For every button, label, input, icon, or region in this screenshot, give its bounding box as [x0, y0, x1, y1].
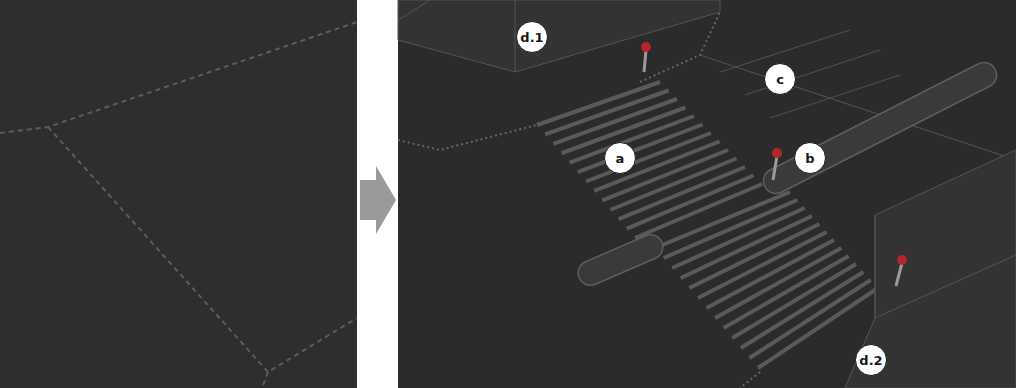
crosswalk-stripe [545, 91, 668, 135]
callout-marker: b [794, 142, 826, 174]
crosswalk-stripe [672, 208, 805, 268]
crosswalk-stripe [578, 125, 703, 173]
crosswalk-stripe [681, 216, 812, 278]
callout-label: d.2 [859, 353, 882, 368]
crosswalk-stripe [664, 200, 798, 258]
callout-marker: a [604, 142, 636, 174]
callout-marker: d.2 [855, 344, 887, 376]
callout-label: c [776, 72, 784, 87]
crosswalk-stripe [749, 280, 870, 358]
crosswalk-stripe [627, 176, 754, 229]
crosswalk-stripe [537, 82, 660, 125]
callout-label: a [616, 151, 625, 166]
callout-label: b [805, 151, 814, 166]
callout-label: d.1 [520, 30, 543, 45]
callout-marker: c [764, 63, 796, 95]
crosswalk-stripe [586, 133, 711, 182]
callout-marker: d.1 [516, 21, 548, 53]
crosswalk-stripe [553, 99, 677, 144]
crosswalk-stripe [655, 192, 790, 248]
crosswalk-stripe [619, 167, 745, 219]
